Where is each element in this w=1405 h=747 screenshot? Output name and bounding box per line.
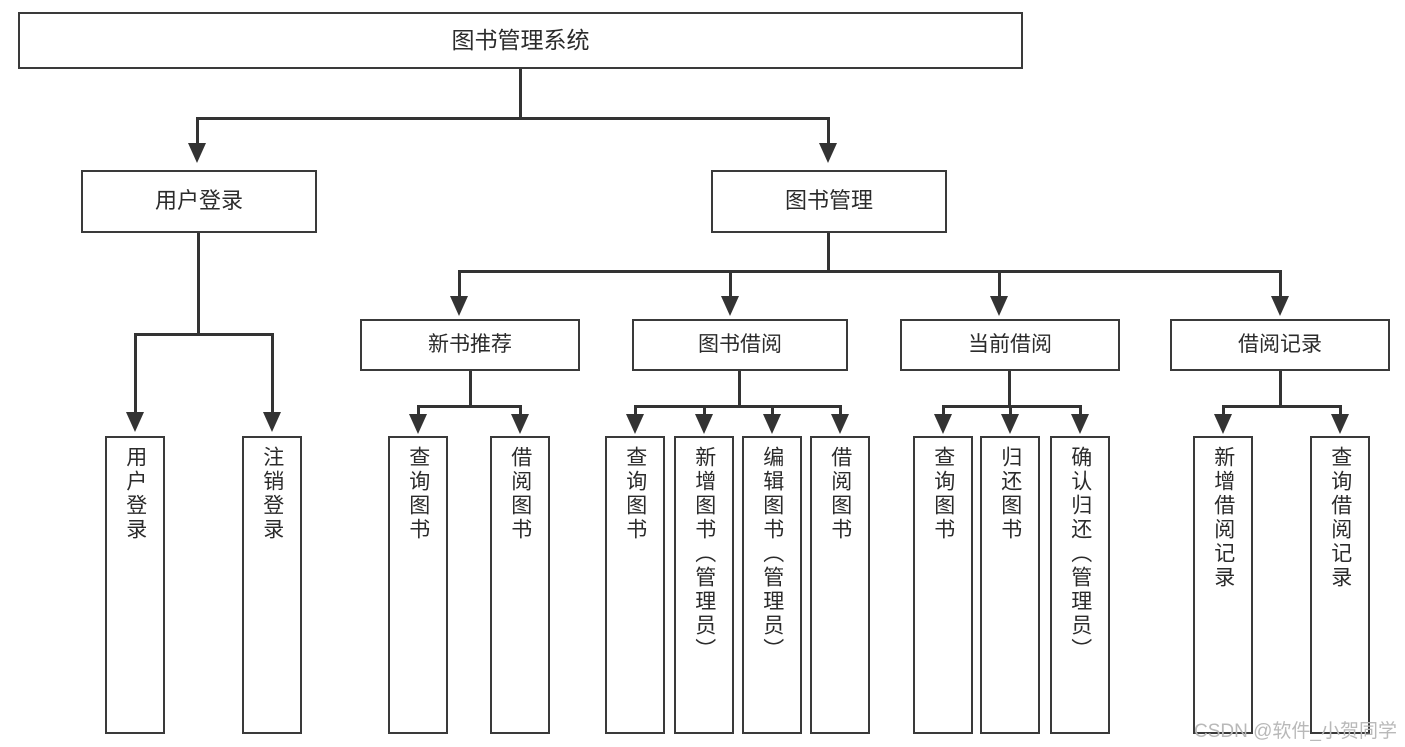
node-new-book-recommend[interactable]: 新书推荐: [360, 319, 580, 371]
leaf-logout-login[interactable]: 注销登录: [242, 436, 302, 734]
csdn-watermark: CSDN @软件_小贺同学: [1194, 721, 1397, 742]
node-label: 新增图书（管理员）: [692, 446, 716, 662]
leaf-query-borrow-record[interactable]: 查询借阅记录: [1310, 436, 1370, 734]
connector-book-borrow-trunk: [738, 371, 741, 407]
arrowhead-leaf-user-login: [126, 412, 144, 432]
node-user-login[interactable]: 用户登录: [81, 170, 317, 233]
connector-new-book-recommend-bar: [417, 405, 522, 408]
node-label: 新增借阅记录: [1211, 446, 1235, 590]
connector-book-manage-bar: [458, 270, 1282, 273]
connector-nbr-drop-2: [519, 405, 522, 417]
node-label: 确认归还（管理员）: [1068, 446, 1092, 662]
node-label: 用户登录: [154, 188, 243, 214]
arrowhead-leaf-add-book: [695, 414, 713, 434]
connector-bb-drop-2: [703, 405, 706, 417]
connector-to-new-book-recommend: [458, 270, 461, 298]
connector-user-login-drop-2: [271, 333, 274, 414]
node-label: 查询借阅记录: [1328, 446, 1352, 590]
node-label: 图书管理系统: [451, 26, 590, 53]
connector-current-borrow-trunk: [1008, 371, 1011, 407]
connector-to-book-manage: [827, 117, 830, 145]
node-book-borrow[interactable]: 图书借阅: [632, 319, 848, 371]
connector-current-borrow-bar: [942, 405, 1082, 408]
arrowhead-current-borrow: [990, 296, 1008, 316]
arrowhead-leaf-edit-book: [763, 414, 781, 434]
node-label: 查询图书: [406, 446, 430, 542]
arrowhead-leaf-borrow-book-2: [831, 414, 849, 434]
connector-bb-drop-1: [634, 405, 637, 417]
arrowhead-leaf-query-book-2: [626, 414, 644, 434]
connector-to-book-borrow: [729, 270, 732, 298]
connector-bb-drop-4: [839, 405, 842, 417]
leaf-return-book[interactable]: 归还图书: [980, 436, 1040, 734]
node-label: 图书管理: [784, 188, 873, 214]
node-label: 查询图书: [931, 446, 955, 542]
connector-to-borrow-record: [1279, 270, 1282, 298]
leaf-add-book-admin[interactable]: 新增图书（管理员）: [674, 436, 734, 734]
connector-br-drop-1: [1222, 405, 1225, 417]
arrowhead-leaf-query-book-1: [409, 414, 427, 434]
arrowhead-leaf-return-book: [1001, 414, 1019, 434]
arrowhead-book-borrow: [721, 296, 739, 316]
arrowhead-leaf-borrow-book-1: [511, 414, 529, 434]
node-label: 借阅记录: [1238, 333, 1322, 357]
arrowhead-leaf-confirm-return: [1071, 414, 1089, 434]
node-label: 用户登录: [123, 446, 147, 542]
connector-cb-drop-1: [942, 405, 945, 417]
node-label: 注销登录: [260, 446, 284, 542]
connector-book-manage-trunk: [827, 233, 830, 272]
node-book-management[interactable]: 图书管理: [711, 170, 947, 233]
connector-cb-drop-2: [1009, 405, 1012, 417]
connector-borrow-record-bar: [1222, 405, 1342, 408]
leaf-query-book-recommend[interactable]: 查询图书: [388, 436, 448, 734]
leaf-query-book-borrow[interactable]: 查询图书: [605, 436, 665, 734]
leaf-confirm-return-admin[interactable]: 确认归还（管理员）: [1050, 436, 1110, 734]
connector-br-drop-2: [1339, 405, 1342, 417]
arrowhead-new-book-recommend: [450, 296, 468, 316]
connector-nbr-drop-1: [417, 405, 420, 417]
connector-bb-drop-3: [771, 405, 774, 417]
arrowhead-leaf-add-record: [1214, 414, 1232, 434]
node-label: 归还图书: [998, 446, 1022, 542]
node-label: 当前借阅: [968, 333, 1052, 357]
leaf-add-borrow-record[interactable]: 新增借阅记录: [1193, 436, 1253, 734]
connector-root-trunk: [519, 69, 522, 117]
leaf-edit-book-admin[interactable]: 编辑图书（管理员）: [742, 436, 802, 734]
node-current-borrow[interactable]: 当前借阅: [900, 319, 1120, 371]
connector-to-current-borrow: [998, 270, 1001, 298]
arrowhead-leaf-query-book-3: [934, 414, 952, 434]
leaf-query-book-current[interactable]: 查询图书: [913, 436, 973, 734]
arrowhead-leaf-logout: [263, 412, 281, 432]
node-label: 借阅图书: [508, 446, 532, 542]
node-label: 编辑图书（管理员）: [760, 446, 784, 662]
node-label: 查询图书: [623, 446, 647, 542]
arrowhead-borrow-record: [1271, 296, 1289, 316]
connector-user-login-bar: [134, 333, 274, 336]
connector-cb-drop-3: [1079, 405, 1082, 417]
connector-book-borrow-bar: [634, 405, 842, 408]
connector-user-login-trunk: [197, 233, 200, 335]
leaf-user-login[interactable]: 用户登录: [105, 436, 165, 734]
arrowhead-leaf-query-record: [1331, 414, 1349, 434]
node-label: 新书推荐: [428, 333, 512, 357]
node-borrow-record[interactable]: 借阅记录: [1170, 319, 1390, 371]
node-label: 借阅图书: [828, 446, 852, 542]
leaf-borrow-book-recommend[interactable]: 借阅图书: [490, 436, 550, 734]
node-label: 图书借阅: [698, 333, 782, 357]
connector-new-book-recommend-trunk: [469, 371, 472, 407]
connector-user-login-drop-1: [134, 333, 137, 414]
connector-level1-bar: [196, 117, 830, 120]
leaf-borrow-book[interactable]: 借阅图书: [810, 436, 870, 734]
arrowhead-book-manage: [819, 143, 837, 163]
arrowhead-user-login: [188, 143, 206, 163]
node-root-book-management-system[interactable]: 图书管理系统: [18, 12, 1023, 69]
connector-borrow-record-trunk: [1279, 371, 1282, 407]
connector-to-user-login: [196, 117, 199, 145]
